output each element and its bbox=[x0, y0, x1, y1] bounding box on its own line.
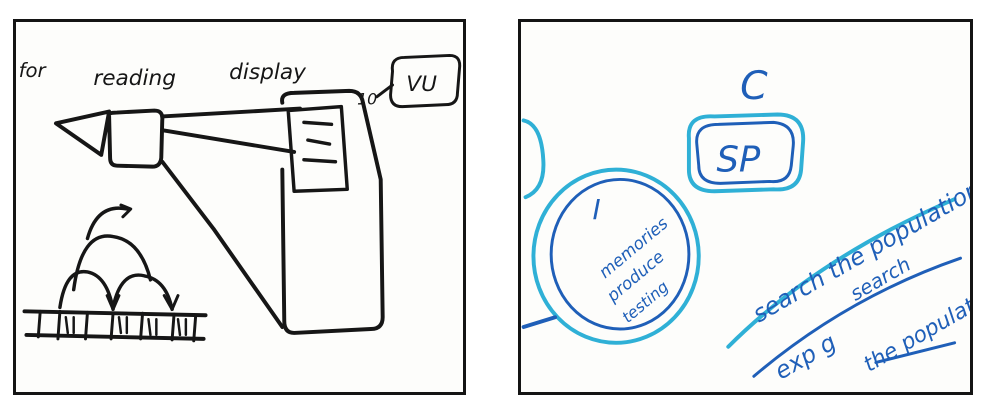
hop-arc-2 bbox=[111, 273, 174, 312]
display-label: display bbox=[229, 60, 307, 85]
display-rectangle bbox=[280, 88, 385, 335]
number-line-tick-1 bbox=[36, 309, 42, 339]
bottom-underline bbox=[874, 341, 957, 364]
vu-tail bbox=[375, 83, 394, 99]
projection-bottom-line bbox=[160, 128, 297, 154]
projection-top-line bbox=[160, 106, 302, 119]
reading-box-shape bbox=[106, 108, 165, 169]
window-bar-2 bbox=[306, 138, 332, 146]
left-sketch-drawing: for reading display 10 VU bbox=[19, 53, 462, 343]
arrow-head-1 bbox=[119, 203, 133, 219]
number-line-tick-7 bbox=[192, 313, 198, 343]
vu-box bbox=[389, 53, 462, 109]
number-line-tick-6 bbox=[170, 312, 176, 342]
left-sketch-panel: for reading display 10 VU bbox=[13, 19, 466, 395]
number-line-tick-2 bbox=[56, 309, 62, 341]
number-line-bottom bbox=[24, 332, 206, 341]
cell-mark-2 bbox=[117, 315, 129, 335]
cell-mark-3 bbox=[147, 317, 158, 337]
number-label: 10 bbox=[357, 90, 377, 109]
left-edge-bracket bbox=[521, 118, 546, 200]
number-line-top bbox=[22, 309, 208, 318]
arrow-head-3 bbox=[105, 294, 121, 311]
right-sketch-drawing: C SP I memories produce testing search t… bbox=[521, 63, 970, 385]
divider-line-2 bbox=[752, 256, 962, 378]
cell-mark-1 bbox=[64, 315, 75, 335]
hop-arc-1 bbox=[58, 269, 115, 312]
prefix-label: for bbox=[19, 59, 48, 82]
number-line-tick-3 bbox=[84, 310, 89, 341]
display-window bbox=[286, 104, 349, 193]
number-line-tick-5 bbox=[139, 311, 145, 341]
divider-line-1 bbox=[726, 197, 957, 349]
arrow-head-2 bbox=[162, 294, 180, 311]
big-circle-inner bbox=[549, 177, 691, 331]
sp-box-inner bbox=[695, 120, 795, 185]
reading-label: reading bbox=[93, 66, 176, 91]
right-sketch-panel: C SP I memories produce testing search t… bbox=[518, 19, 973, 395]
triangle-shape bbox=[54, 109, 112, 157]
hop-arc-3 bbox=[71, 234, 153, 292]
big-circle-outer bbox=[531, 167, 701, 345]
hop-arc-4 bbox=[85, 206, 129, 241]
window-bar-1 bbox=[302, 120, 334, 127]
entry-arrow bbox=[521, 315, 558, 330]
window-bar-3 bbox=[302, 158, 338, 164]
number-line-tick-4 bbox=[109, 311, 115, 341]
sp-box-outer bbox=[686, 112, 806, 194]
diagonal-line bbox=[160, 159, 285, 330]
vu-label: VU bbox=[406, 72, 437, 97]
letter-c-label: C bbox=[740, 63, 768, 109]
sp-label: SP bbox=[716, 140, 760, 181]
circle-letter-label: I bbox=[592, 194, 600, 226]
cell-mark-4 bbox=[176, 317, 188, 337]
